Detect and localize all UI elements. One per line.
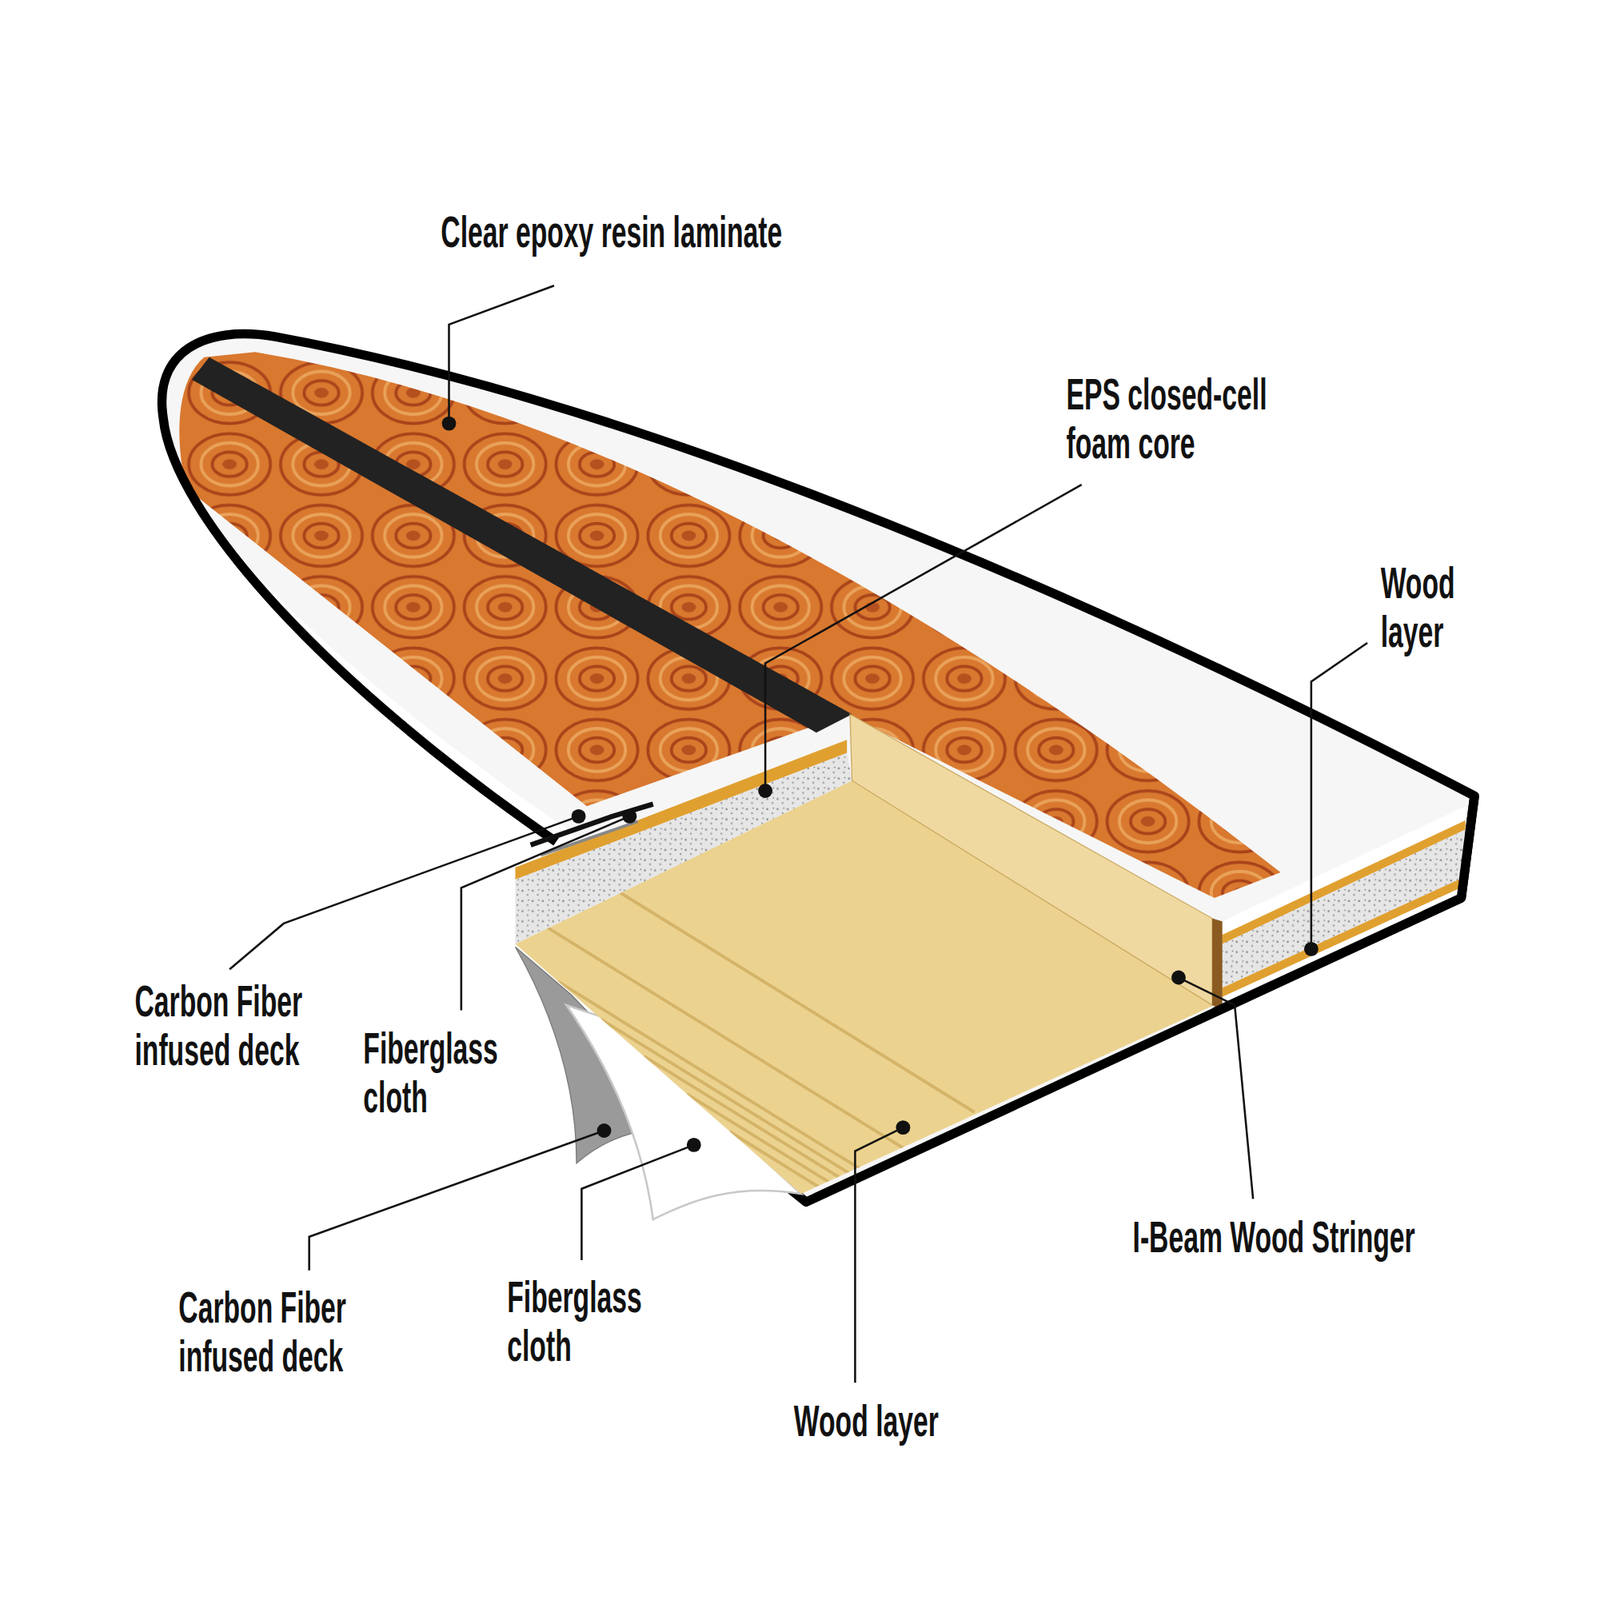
leader-dot: [1171, 970, 1186, 986]
grain-line: [612, 887, 975, 1113]
leader-line: [765, 484, 1082, 791]
foam-core: [514, 753, 852, 945]
callout-label: Wood layer: [1380, 558, 1492, 657]
callout-label: Clear epoxy resin laminate: [440, 207, 783, 256]
callout-label: EPS closed-cell foam core: [1066, 369, 1330, 468]
wood-bottom: [1222, 876, 1466, 998]
leader-line: [461, 816, 631, 1010]
board-deck: [162, 334, 1475, 1203]
leader-line: [854, 1127, 903, 1383]
leader-dot: [442, 416, 457, 431]
fiberglass-sliver: [540, 821, 638, 855]
board-outline: [1214, 795, 1475, 1013]
stringer: [849, 714, 1213, 1006]
grain-line: [643, 1056, 1006, 1281]
leader-dot: [571, 809, 587, 824]
leader-line: [229, 816, 579, 970]
carbon-stripe: [191, 357, 853, 734]
leader-dot: [686, 1137, 702, 1153]
board-outline: [162, 334, 1475, 1203]
callout-label: I-Beam Wood Stringer: [1133, 1212, 1416, 1261]
callout-label: Carbon Fiber infused deck: [134, 976, 368, 1075]
leader-line: [309, 1130, 605, 1271]
leader-line: [1311, 642, 1368, 950]
leader-dots: [442, 416, 1319, 1153]
leader-dot: [597, 1123, 612, 1138]
leader-line: [581, 1145, 694, 1261]
grain-line: [601, 1019, 964, 1245]
callout-label: Carbon Fiber infused deck: [178, 1282, 411, 1381]
callout-label: Wood layer: [794, 1396, 939, 1445]
leader-dot: [758, 783, 773, 799]
callout-label: Fiberglass cloth: [506, 1272, 691, 1371]
grain-line: [729, 1131, 1092, 1357]
leader-line: [1178, 977, 1253, 1200]
leader-dot: [622, 809, 637, 824]
leader-dot: [1304, 941, 1319, 957]
leader-dot: [895, 1120, 910, 1135]
grain-line: [558, 981, 921, 1207]
callout-label: Fiberglass cloth: [363, 1023, 547, 1122]
leader-line: [449, 285, 555, 423]
